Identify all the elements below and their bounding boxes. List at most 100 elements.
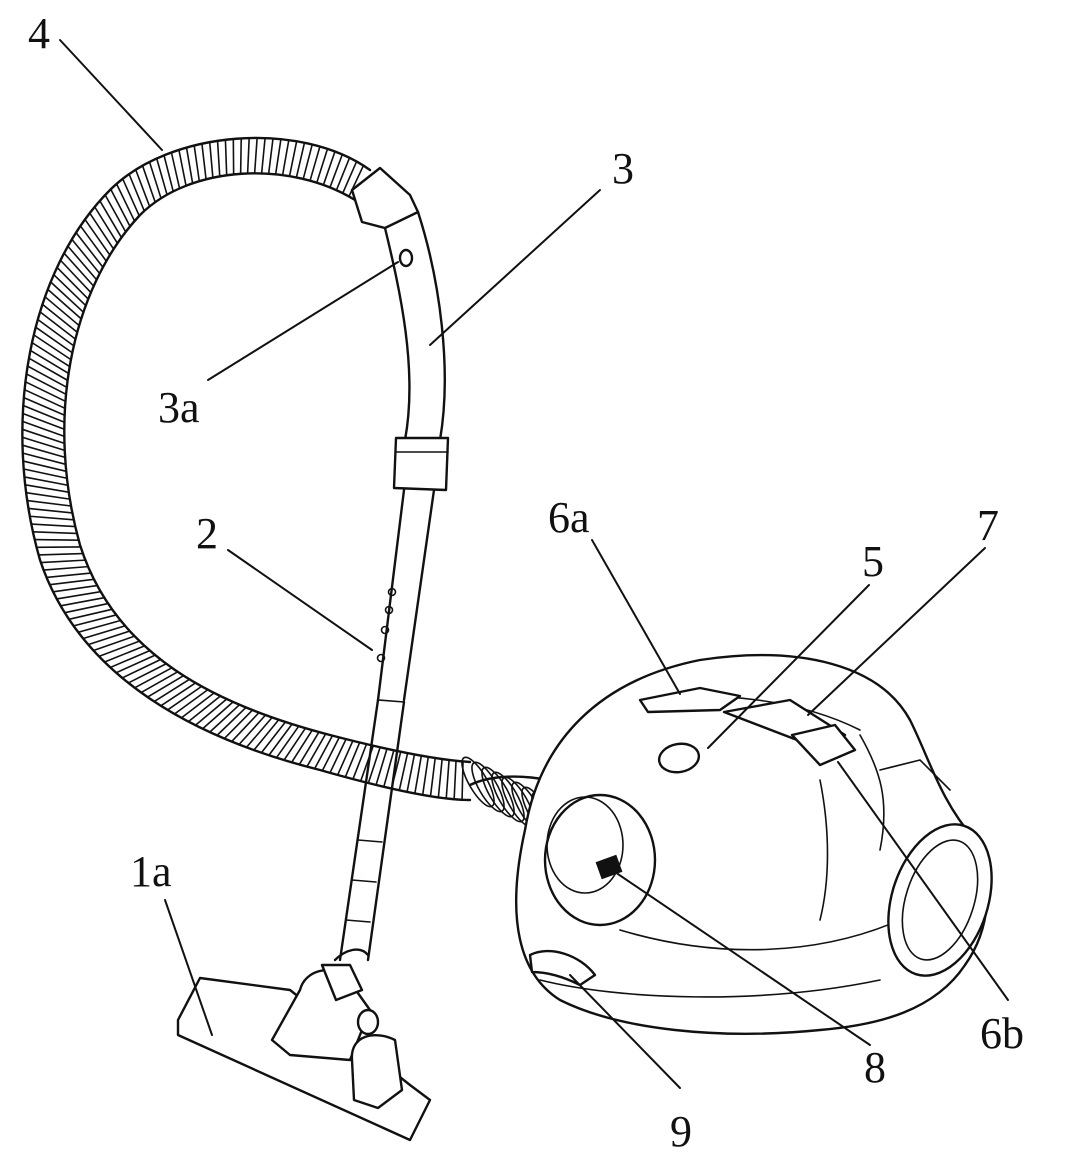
hose-rib bbox=[238, 714, 267, 746]
hose-rib bbox=[216, 140, 221, 178]
hose-rib bbox=[245, 716, 273, 749]
hose-rib bbox=[21, 436, 66, 452]
labels: 4 3 3a 2 6a 5 7 1a 6b 8 9 bbox=[28, 9, 1024, 1156]
hose-rib bbox=[201, 142, 207, 181]
hose-rib bbox=[59, 259, 92, 294]
hose-rib bbox=[39, 311, 77, 340]
hose-rib bbox=[24, 484, 70, 493]
hose-rib bbox=[22, 404, 66, 424]
hose-rib bbox=[109, 649, 151, 669]
handle-tube bbox=[350, 166, 450, 492]
hose-rib bbox=[281, 139, 290, 176]
canister-body bbox=[515, 654, 993, 1035]
hose-rib bbox=[23, 396, 66, 417]
hose-rib bbox=[329, 153, 344, 189]
handle-hole bbox=[398, 248, 414, 268]
hose-rib bbox=[283, 727, 307, 761]
hose-rib bbox=[406, 753, 416, 793]
hose-rib bbox=[437, 758, 443, 799]
hose-rib bbox=[352, 743, 368, 780]
hose-rib bbox=[67, 245, 98, 281]
label-inlet-marker: 8 bbox=[864, 1043, 886, 1092]
hose-rib bbox=[260, 137, 266, 175]
hose-rib bbox=[302, 143, 314, 180]
hose-rib bbox=[23, 476, 69, 487]
hose-rib bbox=[109, 188, 131, 228]
hose-rib bbox=[75, 231, 104, 269]
hose-rib bbox=[153, 678, 191, 703]
hose-rib bbox=[398, 752, 409, 792]
hose-rib bbox=[230, 711, 260, 743]
label-top-indicator: 5 bbox=[862, 537, 884, 586]
hose-rib bbox=[32, 531, 78, 535]
hose-rib bbox=[274, 138, 282, 176]
hose-rib bbox=[42, 565, 89, 571]
hose-rib bbox=[33, 538, 80, 542]
hose-rib bbox=[141, 164, 156, 204]
hose-rib bbox=[453, 759, 457, 801]
hose-rib bbox=[21, 444, 66, 459]
hose-rib bbox=[253, 718, 280, 751]
hose-rib bbox=[290, 729, 313, 764]
hose-rib bbox=[344, 741, 361, 778]
hose-rib bbox=[23, 388, 66, 410]
hose-rib bbox=[21, 428, 66, 445]
hose-rib bbox=[121, 658, 162, 679]
hose-rib bbox=[288, 140, 298, 177]
hose-rib bbox=[260, 721, 287, 754]
hose-rib bbox=[31, 341, 71, 368]
hose-rib bbox=[306, 733, 327, 768]
hose-rib bbox=[103, 645, 146, 663]
hose-rib bbox=[28, 515, 75, 521]
top-indicator bbox=[657, 742, 701, 774]
hose-rib bbox=[22, 468, 68, 480]
hose-rib bbox=[25, 373, 67, 396]
hose-rib bbox=[313, 734, 334, 770]
hose-rib bbox=[29, 349, 70, 375]
hose-rib bbox=[68, 608, 113, 621]
hose-rib bbox=[37, 318, 75, 347]
hose-rib bbox=[55, 590, 102, 600]
label-front-handle: 9 bbox=[670, 1107, 692, 1156]
hose-rib bbox=[160, 682, 197, 707]
hose-rib bbox=[28, 357, 69, 382]
hose-rib bbox=[99, 200, 123, 239]
hose-rib bbox=[322, 150, 336, 186]
hose-rib bbox=[92, 635, 136, 652]
hose-rib bbox=[375, 747, 388, 786]
tube-collar bbox=[392, 436, 450, 492]
top-button-front bbox=[638, 686, 742, 714]
hose-rib bbox=[329, 738, 347, 774]
hose-rib bbox=[37, 552, 84, 556]
hose-rib bbox=[367, 746, 381, 784]
hose-rib bbox=[295, 141, 306, 179]
hose-rib bbox=[315, 148, 329, 184]
hose-rib bbox=[155, 157, 168, 196]
label-top-button-front: 6a bbox=[548, 493, 590, 542]
label-side-button: 6b bbox=[980, 1009, 1024, 1058]
hose-rib bbox=[216, 706, 247, 737]
hose-rib bbox=[223, 709, 254, 740]
hose-rib bbox=[121, 178, 141, 217]
hose-rib bbox=[72, 614, 117, 627]
hose-rib bbox=[46, 288, 83, 320]
hose-rib bbox=[170, 151, 181, 190]
hose-rib bbox=[63, 252, 95, 287]
hose-rib bbox=[21, 420, 66, 438]
label-top-slot: 7 bbox=[977, 501, 999, 550]
hose-rib bbox=[140, 671, 179, 694]
hose-rib bbox=[445, 759, 450, 800]
hose-rib bbox=[163, 154, 175, 193]
hose-rib bbox=[79, 225, 108, 262]
hose-rib bbox=[208, 704, 241, 733]
hose-rib bbox=[41, 303, 79, 334]
hose-rib bbox=[24, 380, 67, 403]
floor-nozzle bbox=[176, 948, 432, 1142]
hose-rib bbox=[34, 326, 74, 354]
hose-rib bbox=[93, 206, 119, 245]
label-handle-hole: 3a bbox=[158, 383, 200, 432]
hose-rib bbox=[335, 157, 351, 191]
hose-rib bbox=[193, 144, 201, 182]
hose-rib bbox=[267, 137, 274, 175]
hose-rib bbox=[88, 212, 115, 250]
